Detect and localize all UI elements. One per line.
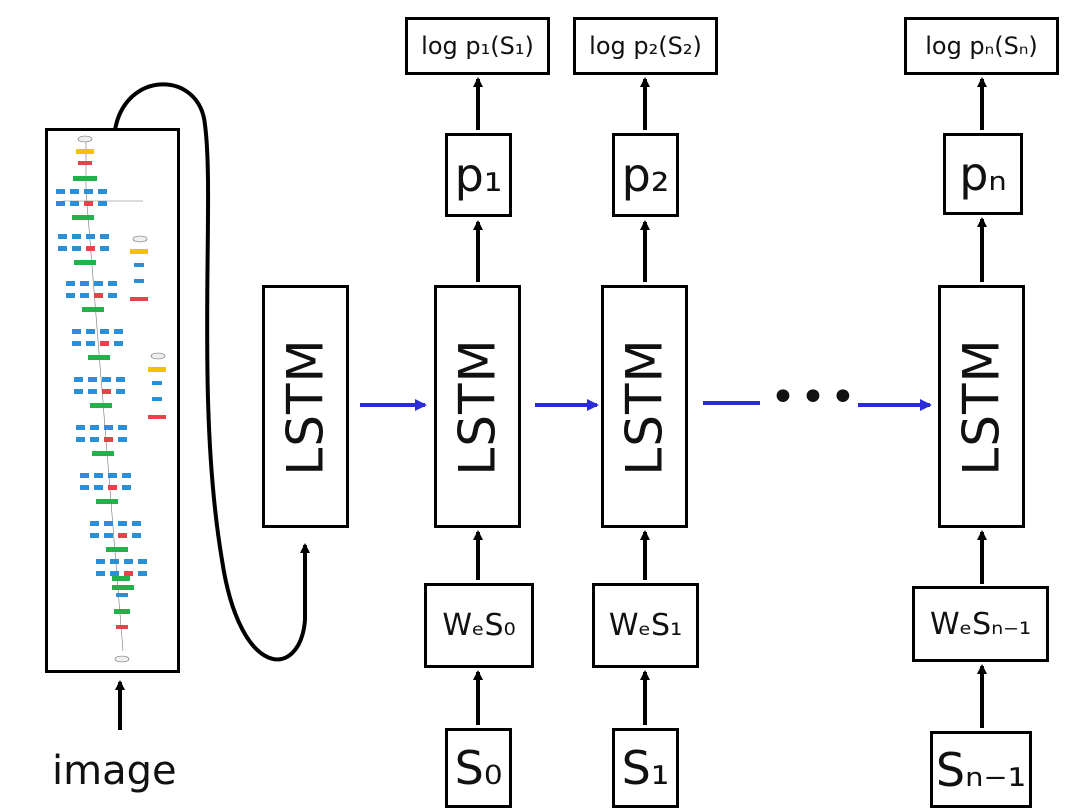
prob-box-2: p₂ bbox=[612, 133, 679, 217]
lstm-label-1: LSTM bbox=[448, 337, 507, 476]
log-prob-label-n: log pₙ(Sₙ) bbox=[925, 32, 1038, 60]
lstm-label-n: LSTM bbox=[952, 337, 1011, 476]
embed-label-1: WₑS₀ bbox=[442, 608, 516, 643]
prob-label-2: p₂ bbox=[621, 148, 670, 202]
prob-box-1: p₁ bbox=[445, 133, 512, 217]
lstm-initial-box: LSTM bbox=[262, 285, 349, 528]
word-label-2: S₁ bbox=[621, 741, 670, 795]
prob-box-n: pₙ bbox=[943, 133, 1023, 215]
log-prob-box-2: log p₂(S₂) bbox=[573, 17, 718, 75]
ellipsis: ••• bbox=[770, 372, 860, 423]
cnn-network-thumbnail bbox=[45, 128, 180, 673]
word-label-1: S₀ bbox=[454, 741, 503, 795]
cnn-to-lstm-curve bbox=[113, 82, 310, 662]
lstm-box-2: LSTM bbox=[601, 285, 688, 528]
embed-box-n: WₑSₙ₋₁ bbox=[912, 586, 1049, 662]
embed-label-n: WₑSₙ₋₁ bbox=[929, 606, 1032, 642]
word-label-n: Sₙ₋₁ bbox=[935, 742, 1027, 797]
embed-label-2: WₑS₁ bbox=[608, 608, 683, 643]
word-box-n: Sₙ₋₁ bbox=[930, 731, 1032, 808]
cnn-network-icon bbox=[56, 135, 166, 663]
prob-label-n: pₙ bbox=[959, 147, 1007, 201]
embed-box-2: WₑS₁ bbox=[592, 583, 699, 668]
word-box-1: S₀ bbox=[445, 728, 512, 808]
embed-box-1: WₑS₀ bbox=[424, 583, 534, 668]
lstm-box-n: LSTM bbox=[938, 285, 1025, 528]
lstm-label-2: LSTM bbox=[615, 337, 674, 476]
log-prob-label-1: log p₁(S₁) bbox=[421, 32, 534, 60]
log-prob-box-1: log p₁(S₁) bbox=[405, 17, 550, 75]
image-label: image bbox=[52, 748, 177, 794]
log-prob-label-2: log p₂(S₂) bbox=[589, 32, 702, 60]
lstm-box-1: LSTM bbox=[434, 285, 521, 528]
word-box-2: S₁ bbox=[612, 728, 679, 808]
log-prob-box-n: log pₙ(Sₙ) bbox=[904, 17, 1059, 75]
prob-label-1: p₁ bbox=[454, 148, 503, 202]
lstm-initial-label: LSTM bbox=[276, 337, 335, 476]
